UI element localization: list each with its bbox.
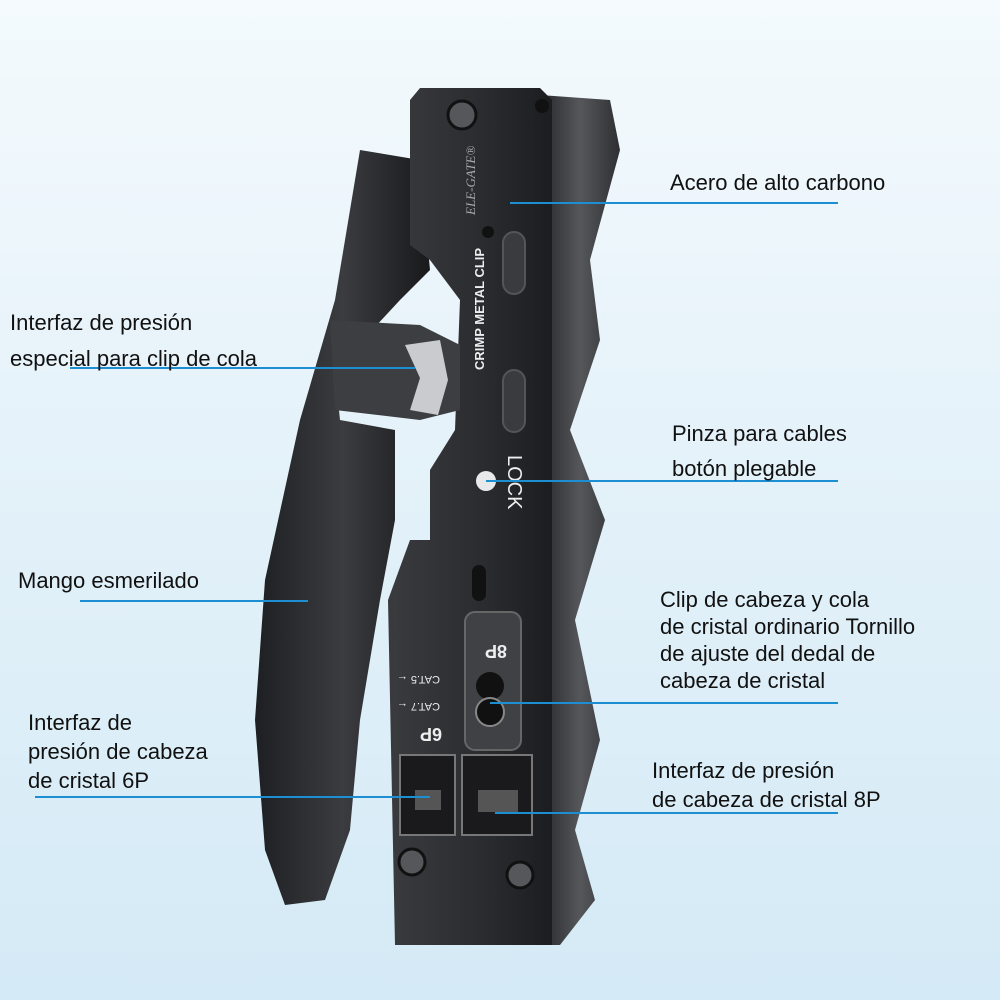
- label-line: botón plegable: [672, 456, 817, 481]
- label-line: de cristal 6P: [28, 768, 150, 793]
- callout-line-screw: [490, 702, 838, 704]
- label-screw: Clip de cabeza y cola de cristal ordinar…: [660, 586, 915, 694]
- callout-line-lock: [486, 480, 838, 482]
- lock-engraving: LOCK: [503, 455, 525, 510]
- label-line: Interfaz de presión: [652, 758, 835, 783]
- body-side: [540, 95, 620, 945]
- cat7-engraving: CAT.7 ←: [397, 700, 440, 712]
- 8p-engraving: 8P: [485, 641, 507, 661]
- label-line: Interfaz de presión: [10, 310, 193, 335]
- label-handle: Mango esmerilado: [18, 566, 199, 595]
- label-line: Acero de alto carbono: [670, 170, 886, 195]
- label-line: especial para clip de cola: [10, 346, 258, 371]
- label-lock: Pinza para cables botón plegable: [672, 416, 847, 486]
- label-steel: Acero de alto carbono: [670, 168, 885, 197]
- 6p-engraving: 6P: [420, 724, 442, 744]
- label-line: Interfaz de: [28, 710, 132, 735]
- label-line: Mango esmerilado: [18, 568, 199, 593]
- label-tail-clip: Interfaz de presión especial para clip d…: [10, 305, 257, 377]
- cat5-engraving: CAT.5 ←: [397, 673, 440, 685]
- label-8p: Interfaz de presión de cabeza de cristal…: [652, 756, 881, 814]
- crimp-metal-clip-engraving: CRIMP METAL CLIP: [472, 248, 487, 370]
- brand-logo: ELE-GATE®: [463, 146, 478, 216]
- label-line: Pinza para cables: [672, 421, 847, 446]
- callout-line-handle: [80, 600, 308, 602]
- label-line: presión de cabeza: [28, 739, 208, 764]
- label-line: de ajuste del dedal de: [660, 641, 876, 666]
- callout-line-8p: [495, 812, 838, 814]
- label-line: de cristal ordinario Tornillo: [660, 614, 916, 639]
- label-line: cabeza de cristal: [660, 668, 826, 693]
- handle-shape: [255, 150, 430, 905]
- label-line: Clip de cabeza y cola: [660, 587, 870, 612]
- callout-line-6p: [35, 796, 430, 798]
- label-line: de cabeza de cristal 8P: [652, 787, 881, 812]
- callout-line-tail-clip: [70, 367, 415, 369]
- label-6p: Interfaz de presión de cabeza de cristal…: [28, 708, 208, 795]
- callout-line-steel: [510, 202, 838, 204]
